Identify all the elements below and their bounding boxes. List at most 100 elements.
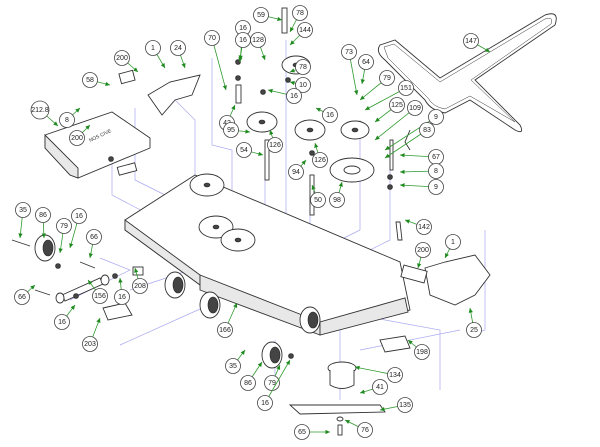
callout-bubble (250, 32, 266, 48)
callout-bubble (341, 44, 357, 60)
leader-arrow-icon (385, 153, 390, 158)
leader-arrow-icon (290, 68, 295, 73)
callout-label: 147 (465, 38, 477, 45)
callout-label: 8 (65, 117, 69, 124)
callout-9: 9 (384, 109, 444, 151)
leader-arrow-icon (385, 145, 390, 150)
leader-arrow-icon (365, 105, 370, 110)
callout-156: 156 (87, 279, 108, 304)
leader-arrow-icon (290, 40, 295, 45)
callout-70: 70 (204, 30, 227, 91)
callout-label: 70 (208, 35, 216, 42)
callout-label: 86 (39, 212, 47, 219)
callout-bubble (257, 395, 273, 411)
callout-98: 98 (329, 181, 345, 208)
leader-arrow-icon (375, 117, 380, 122)
leader-arrow-icon (160, 63, 165, 68)
callout-label: 166 (219, 327, 231, 334)
leader-arrow-icon (257, 362, 262, 367)
callout-label: 1 (451, 239, 455, 246)
callout-bubble (69, 130, 85, 146)
callout-label: 98 (333, 197, 341, 204)
callout-label: 67 (432, 154, 440, 161)
callout-bubble (295, 77, 311, 93)
callout-35: 35 (225, 349, 246, 374)
leader-arrow-icon (133, 67, 138, 72)
callout-58: 58 (82, 72, 111, 88)
callout-bubble (397, 397, 413, 413)
leader-arrow-icon (118, 278, 123, 283)
callout-83: 83 (384, 122, 435, 159)
callout-label: 16 (239, 37, 247, 44)
leader-arrow-icon (105, 81, 110, 86)
callout-bubble (86, 229, 102, 245)
callout-203: 203 (82, 317, 101, 352)
callout-label: 135 (399, 402, 411, 409)
callout-label: 95 (227, 127, 235, 134)
callout-bubble (329, 192, 345, 208)
callout-67: 67 (399, 149, 444, 165)
callout-135: 135 (379, 397, 413, 413)
leader-arrow-icon (261, 55, 266, 60)
callout-9: 9 (399, 179, 444, 195)
leader-line (264, 359, 291, 404)
leader-arrow-icon (360, 79, 365, 84)
callout-label: 10 (299, 82, 307, 89)
leader-arrow-icon (69, 243, 74, 248)
leader-arrow-icon (325, 429, 330, 435)
callout-label: 200 (417, 247, 429, 254)
callout-bubble (294, 424, 310, 440)
callout-73: 73 (341, 44, 359, 96)
leader-arrow-icon (134, 268, 139, 273)
leader-arrow-icon (375, 135, 380, 140)
callout-bubble (170, 40, 186, 56)
callout-65: 65 (294, 424, 330, 440)
callout-label: 66 (18, 294, 26, 301)
callout-125: 125 (374, 97, 405, 123)
callout-142: 142 (404, 219, 432, 235)
leader-arrow-icon (70, 305, 75, 310)
callout-label: 16 (326, 112, 334, 119)
leader-arrow-icon (88, 253, 93, 258)
leader-arrow-icon (277, 16, 282, 22)
callout-16: 16 (257, 359, 291, 411)
callout-bubble (253, 7, 269, 23)
callout-bubble (387, 367, 403, 383)
callout-86: 86 (35, 207, 51, 239)
callout-126: 126 (312, 142, 328, 168)
callout-bubble (82, 336, 98, 352)
leader-arrow-icon (400, 153, 405, 158)
leader-arrow-icon (360, 95, 365, 100)
deck-belt (377, 13, 557, 133)
callout-1: 1 (145, 40, 166, 69)
leader-arrow-icon (88, 280, 93, 285)
callout-212-8: 212.8 (30, 100, 59, 127)
callout-200: 200 (415, 242, 431, 269)
callout-label: 35 (229, 363, 237, 370)
callout-bubble (295, 59, 311, 75)
callout-198: 198 (407, 339, 430, 360)
callout-label: 64 (362, 59, 370, 66)
leader-line (211, 37, 227, 91)
wheels (34, 234, 321, 369)
callout-bubble (398, 80, 414, 96)
leader-arrow-icon (417, 263, 422, 268)
roller-axle (11, 239, 110, 304)
leader-arrow-icon (285, 360, 290, 365)
callout-59: 59 (253, 7, 283, 23)
callout-label: 144 (299, 27, 311, 34)
callout-label: 128 (252, 37, 264, 44)
callout-label: 1 (151, 45, 155, 52)
callout-bubble (56, 218, 72, 234)
leader-arrow-icon (485, 47, 490, 52)
callout-label: 50 (314, 197, 322, 204)
callout-bubble (145, 40, 161, 56)
callout-78: 78 (289, 5, 308, 33)
callout-126: 126 (267, 129, 283, 153)
leader-arrow-icon (85, 125, 90, 130)
callout-bubble (286, 88, 302, 104)
callout-16: 16 (315, 107, 338, 123)
callout-bubble (466, 322, 482, 338)
chute-25 (400, 254, 491, 306)
